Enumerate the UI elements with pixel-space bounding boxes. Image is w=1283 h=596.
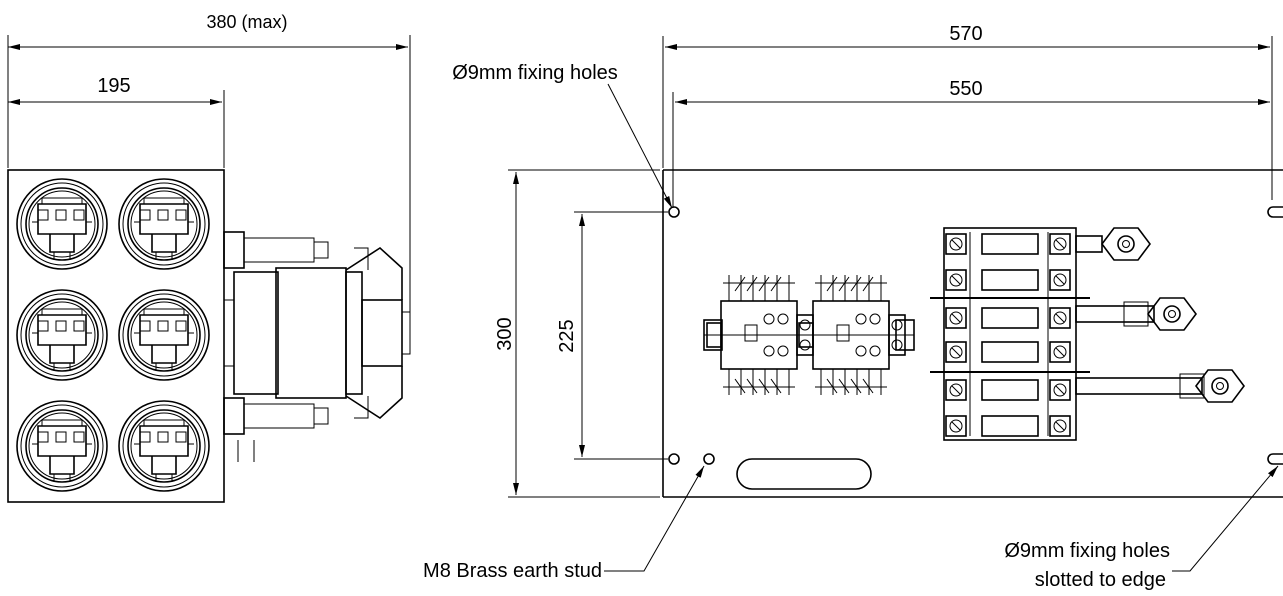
mounting-plate (662, 169, 1283, 498)
leader-slotted-holes (1172, 465, 1279, 572)
fuse-holder (118, 178, 210, 270)
contactor-pair (703, 274, 915, 396)
label-fixing-holes-slotted-1: Ø9mm fixing holes (1004, 540, 1170, 562)
dimension-225: 225 (556, 319, 578, 352)
slotted-fixing-hole (1267, 206, 1283, 218)
isolator-block (930, 227, 1090, 441)
leader-earth-stud (604, 465, 705, 572)
dimension-570: 570 (949, 23, 982, 45)
label-fixing-holes-top: Ø9mm fixing holes (452, 62, 618, 84)
label-fixing-holes-slotted-2: slotted to edge (1035, 569, 1166, 591)
dimension-550: 550 (949, 78, 982, 100)
dimension-300: 300 (494, 317, 516, 350)
leader-fixing-holes-top (607, 83, 673, 209)
side-view: 380 (max) 195 (7, 12, 411, 503)
cable-entry-slot (736, 458, 872, 490)
earth-stud (703, 453, 715, 465)
busbar-terminals (1075, 227, 1245, 403)
fuse-carrier-plate (7, 169, 225, 503)
fixing-hole (668, 206, 680, 218)
fuse-holder (16, 289, 108, 381)
contactor-side-profile (223, 231, 411, 462)
fuse-holder (16, 178, 108, 270)
label-earth-stud: M8 Brass earth stud (423, 560, 602, 582)
dimension-195: 195 (97, 75, 130, 97)
fixing-hole (668, 453, 680, 465)
fuse-holder (118, 289, 210, 381)
dimension-380-max: 380 (max) (206, 12, 287, 32)
fuse-holder (16, 400, 108, 492)
front-view: 570 550 300 225 Ø9mm fixing holes M8 Bra… (423, 23, 1283, 591)
slotted-fixing-hole (1267, 453, 1283, 465)
fuse-holder (118, 400, 210, 492)
